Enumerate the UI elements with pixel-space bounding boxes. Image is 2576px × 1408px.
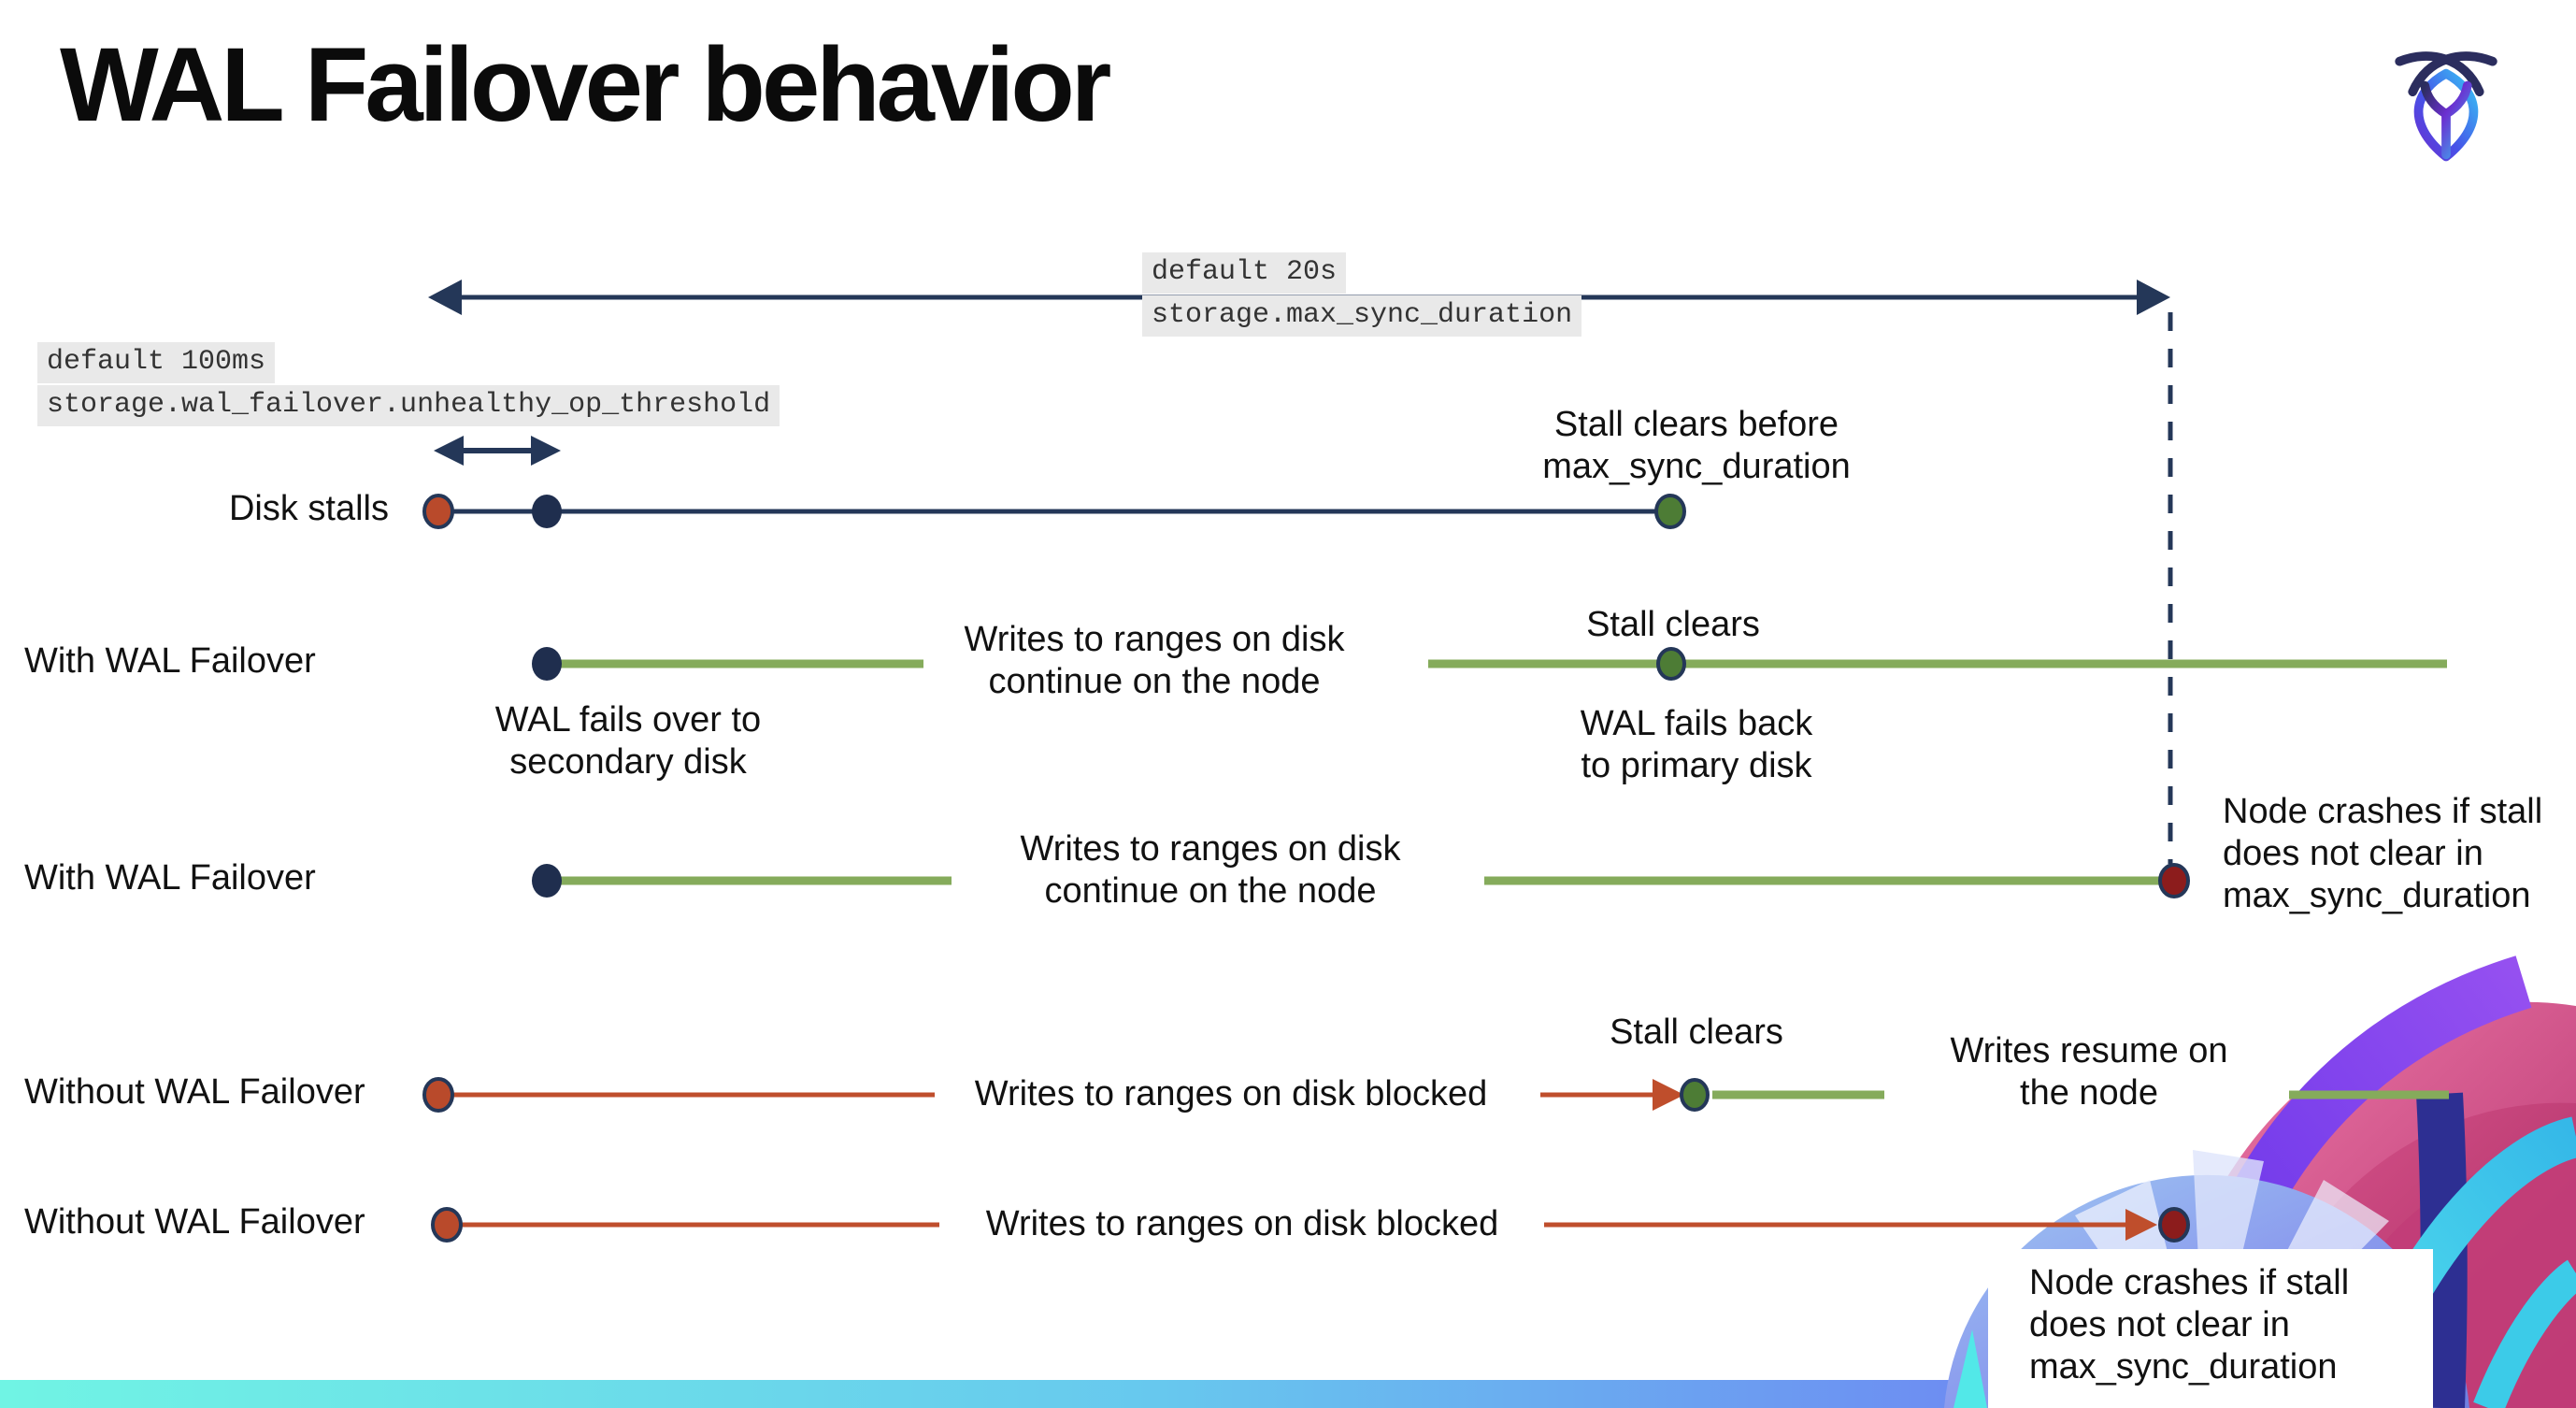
cyan-arc-small [2473, 1259, 2576, 1408]
cockroachdb-logo-icon [2395, 51, 2497, 162]
setting-default-value: default 20s [1142, 252, 1347, 294]
failover-dot [532, 864, 562, 898]
node-crashes-label-2: Node crashes if stall does not clear in … [2029, 1263, 2350, 1386]
setting-name: storage.max_sync_duration [1142, 295, 1582, 337]
failover-dot [532, 647, 562, 681]
node-crashes-label-1: Node crashes if stall does not clear in … [2223, 792, 2543, 915]
threshold-dot [532, 495, 562, 528]
writes-blocked-label-1: Writes to ranges on disk blocked [974, 1074, 1488, 1113]
row-label-without-wal-failover-2: Without WAL Failover [24, 1202, 365, 1242]
row-label-without-wal-failover-1: Without WAL Failover [24, 1072, 365, 1112]
stall-clears-before-label: Stall clears before max_sync_duration [1542, 405, 1851, 486]
writes-continue-label-2: Writes to ranges on disk continue on the… [1020, 829, 1401, 911]
page-title: WAL Failover behavior [60, 26, 1111, 143]
stall-clears-dot [1656, 647, 1686, 681]
setting-default-value: default 100ms [37, 342, 276, 383]
arrowhead-left [428, 280, 462, 315]
arrowhead-right [2137, 280, 2170, 315]
row-label-with-wal-failover-2: With WAL Failover [24, 858, 316, 898]
unhealthy-op-threshold-label: default 100ms storage.wal_failover.unhea… [37, 342, 780, 428]
row-label-with-wal-failover-1: With WAL Failover [24, 641, 316, 681]
node-crash-dot [2158, 863, 2190, 898]
stall-start-dot [422, 1077, 454, 1113]
cyan-spike [1953, 1329, 1987, 1408]
arrowhead-left [434, 436, 464, 466]
writes-blocked-label-2: Writes to ranges on disk blocked [985, 1204, 1499, 1243]
writes-continue-label-1: Writes to ranges on disk continue on the… [964, 620, 1345, 701]
stall-clears-dot [1654, 494, 1686, 529]
stall-start-dot [422, 494, 454, 529]
stall-clears-label-1: Stall clears [1586, 605, 1760, 644]
wal-fails-back-label: WAL fails back to primary disk [1580, 704, 1813, 785]
node-crash-callout-box: Node crashes if stall does not clear in … [1988, 1249, 2433, 1408]
body-vein [2420, 80, 2472, 160]
stall-start-dot [431, 1207, 463, 1243]
red-arrowhead [1653, 1079, 1684, 1111]
wal-fails-over-label: WAL fails over to secondary disk [494, 700, 762, 782]
stall-clears-label-2: Stall clears [1610, 1013, 1783, 1052]
arrowhead-right [531, 436, 561, 466]
setting-name: storage.wal_failover.unhealthy_op_thresh… [37, 385, 780, 426]
stall-clears-dot [1680, 1078, 1710, 1112]
antenna-right [2408, 51, 2497, 97]
max-sync-duration-label: default 20s storage.max_sync_duration [1142, 252, 1582, 338]
row-label-disk-stalls: Disk stalls [228, 489, 389, 528]
writes-resume-label: Writes resume on the node [1950, 1031, 2228, 1113]
